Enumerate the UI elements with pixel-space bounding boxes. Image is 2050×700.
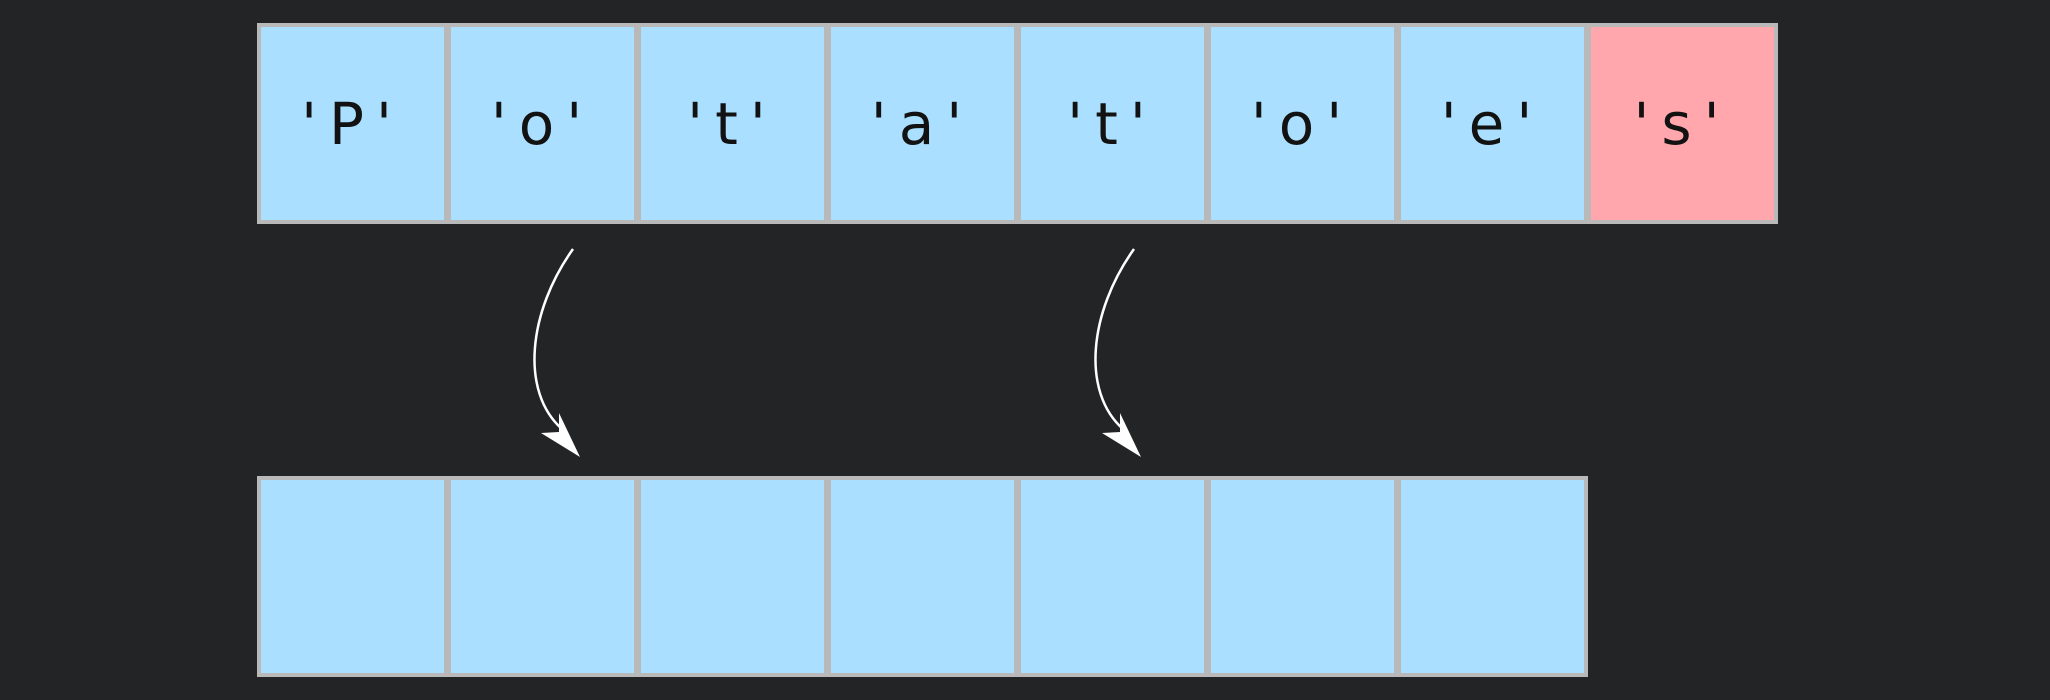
source-cell-1: 'o' [447,23,638,224]
copy-arrow-2-shaft [1094,248,1136,430]
destination-cell-6 [1397,476,1588,677]
source-cell-2: 't' [637,23,828,224]
destination-array [257,476,1588,677]
source-cell-0: 'P' [257,23,448,224]
destination-cell-1 [447,476,638,677]
copy-arrow-1 [533,248,580,457]
copy-arrow-1-head [541,413,580,457]
copy-arrow-2-head [1102,413,1141,457]
source-array: 'P' 'o' 't' 'a' 't' 'o' 'e' 's' [257,23,1778,224]
source-cell-6: 'e' [1397,23,1588,224]
destination-cell-0 [257,476,448,677]
copy-arrow-2 [1094,248,1141,457]
source-cell-3: 'a' [827,23,1018,224]
source-cell-4: 't' [1017,23,1208,224]
destination-cell-5 [1207,476,1398,677]
destination-cell-3 [827,476,1018,677]
source-cell-7-highlighted: 's' [1587,23,1778,224]
copy-arrow-1-shaft [533,248,575,430]
destination-cell-4 [1017,476,1208,677]
destination-cell-2 [637,476,828,677]
source-cell-5: 'o' [1207,23,1398,224]
